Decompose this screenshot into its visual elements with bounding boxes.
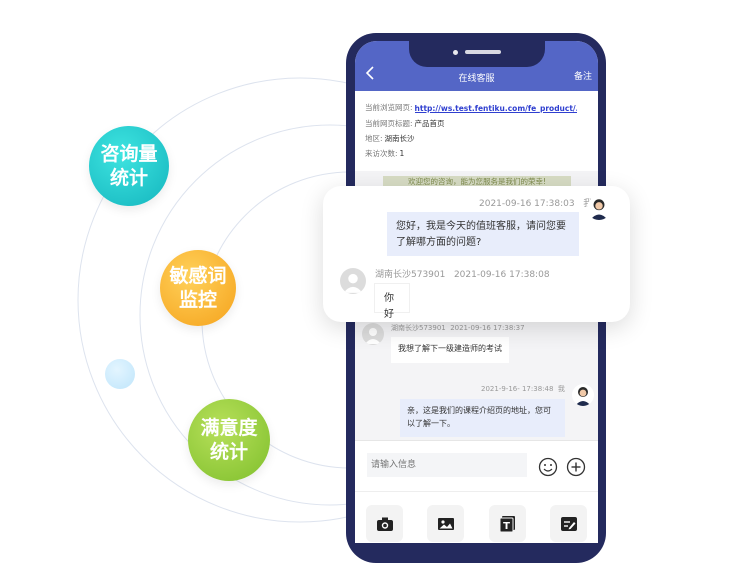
note-button[interactable]: 备注	[573, 72, 592, 82]
agent-name: 我	[557, 385, 565, 393]
visits-value: 1	[399, 149, 405, 158]
page-title-label: 当前网页标题:	[365, 119, 413, 128]
camera-icon	[376, 517, 393, 531]
visitor-time: 2021-09-16 17:38:08	[453, 270, 550, 280]
page-title: 在线客服	[458, 74, 495, 84]
visits-label: 来访次数:	[365, 149, 398, 158]
agent-avatar	[572, 384, 594, 406]
text-template-icon: T	[499, 515, 515, 532]
text-template-button[interactable]: T	[489, 505, 526, 542]
image-icon	[437, 517, 454, 530]
sensitive-word-line2: 监控	[178, 289, 217, 311]
back-arrow-icon[interactable]	[365, 65, 375, 81]
sensitive-word-line1: 敏感词	[169, 265, 227, 287]
agent-meta: 2021-09-16 17:38:03 我	[479, 196, 592, 209]
page-title-row: 当前网页标题:产品首页	[365, 118, 445, 129]
plus-icon[interactable]	[566, 457, 586, 477]
region-row: 地区:湖南长沙	[365, 133, 415, 144]
user-silhouette-icon	[365, 328, 381, 344]
visitor-name: 湖南长沙573901	[375, 270, 446, 280]
phone-notch	[409, 41, 545, 67]
region-value: 湖南长沙	[384, 134, 415, 143]
camera-button[interactable]	[366, 505, 403, 542]
visitor-meta: 湖南长沙573901 2021-09-16 17:38:08	[375, 267, 550, 280]
msg-time: 2021-9-16- 17:38:48	[481, 385, 554, 393]
agent-portrait-icon	[575, 387, 591, 406]
satisfaction-stats-bubble: 满意度 统计	[188, 399, 270, 481]
region-label: 地区:	[365, 134, 383, 143]
sensitive-word-bubble: 敏感词 监控	[160, 250, 236, 326]
visitor-message: 我想了解下一级建造师的考试	[391, 337, 509, 363]
url-label: 当前浏览网页:	[365, 103, 413, 112]
satisfaction-stats-line2: 统计	[209, 441, 248, 463]
inquiry-stats-line2: 统计	[109, 167, 148, 189]
agent-portrait-icon	[590, 199, 608, 220]
inquiry-stats-bubble: 咨询量 统计	[89, 126, 169, 206]
decorative-dot	[105, 359, 135, 389]
emoji-icon[interactable]	[538, 457, 558, 477]
visitor-avatar	[340, 268, 366, 294]
satisfaction-stats-line1: 满意度	[200, 417, 258, 439]
speaker-grille	[465, 50, 501, 54]
camera-dot	[453, 50, 458, 55]
image-button[interactable]	[427, 505, 464, 542]
msg-meta: 2021-9-16- 17:38:48 我	[481, 384, 565, 394]
agent-time: 2021-09-16 17:38:03	[479, 199, 575, 209]
visitor-name: 湖南长沙573901	[391, 324, 446, 332]
welcome-banner: 欢迎您的咨询，能为您服务是我们的荣幸!	[383, 176, 571, 188]
chat-highlight-card: 2021-09-16 17:38:03 我 您好，我是今天的值班客服，请问您要了…	[323, 186, 630, 322]
url-row: 当前浏览网页:http://ws.test.fentiku.com/fe_pro…	[365, 102, 577, 113]
visits-row: 来访次数:1	[365, 148, 404, 159]
url-link[interactable]: http://ws.test.fentiku.com/fe_product/..…	[414, 104, 577, 113]
visitor-message: 你好	[375, 284, 409, 320]
msg-meta: 湖南长沙573901 2021-09-16 17:38:37	[391, 323, 525, 333]
message-input[interactable]	[367, 453, 527, 477]
user-silhouette-icon	[343, 273, 363, 293]
agent-message: 亲，这是我们的课程介绍页的地址，您可以了解一下。	[400, 399, 565, 437]
form-button[interactable]	[550, 505, 587, 542]
msg-time: 2021-09-16 17:38:37	[450, 324, 525, 332]
composer-divider	[355, 491, 598, 492]
agent-avatar	[587, 196, 611, 220]
page-title-value: 产品首页	[414, 119, 445, 128]
visitor-info-panel: 当前浏览网页:http://ws.test.fentiku.com/fe_pro…	[355, 91, 598, 171]
svg-text:T: T	[503, 521, 510, 532]
agent-message: 您好，我是今天的值班客服，请问您要了解哪方面的问题?	[387, 212, 579, 256]
visitor-avatar	[362, 323, 384, 345]
edit-note-icon	[560, 516, 577, 531]
composer: T	[355, 440, 598, 543]
inquiry-stats-line1: 咨询量	[100, 143, 158, 165]
